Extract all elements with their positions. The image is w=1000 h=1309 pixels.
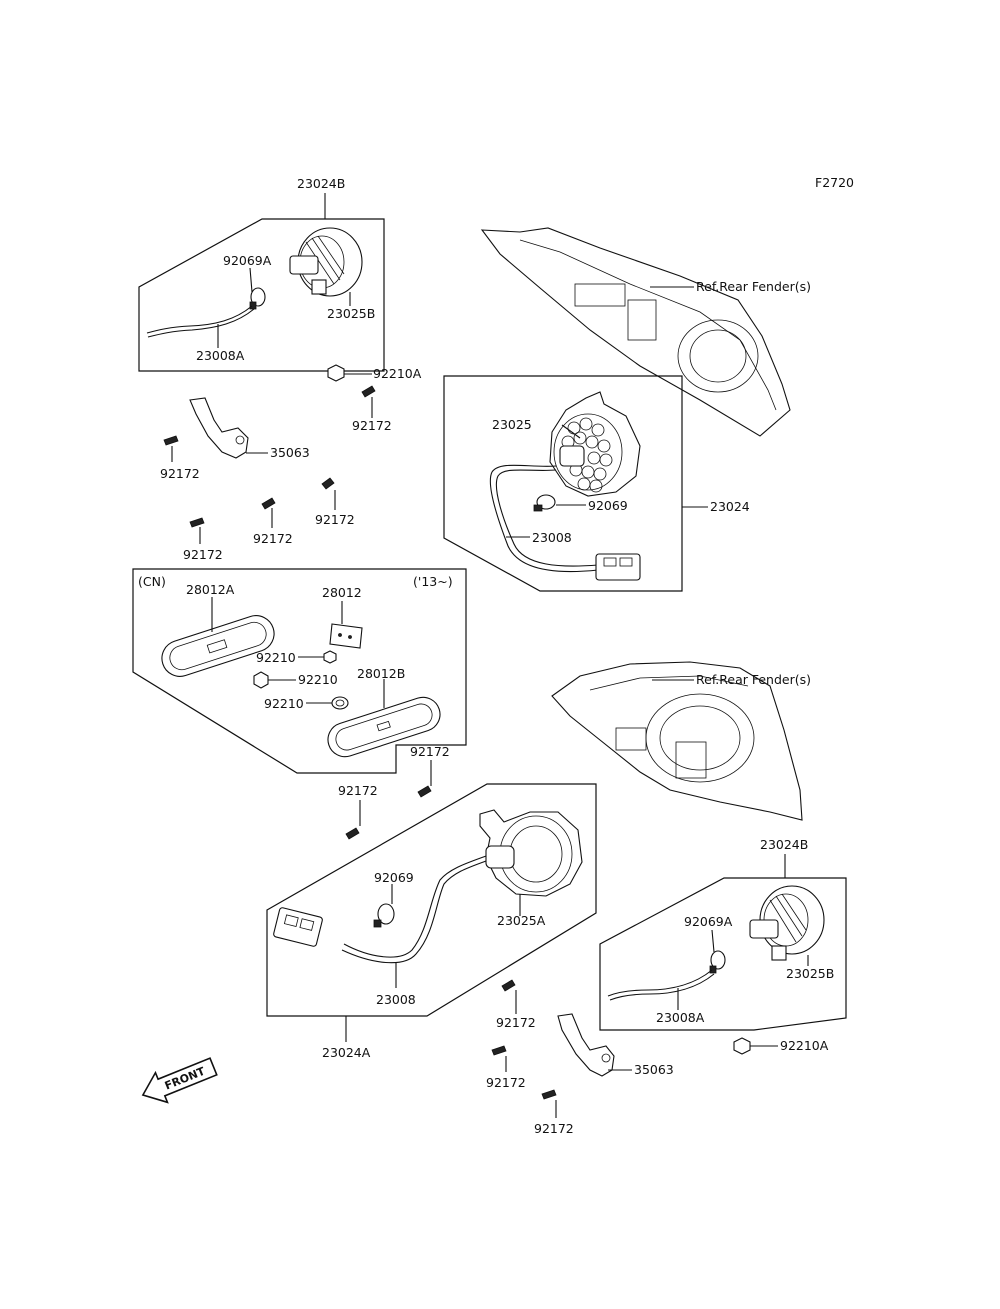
label-92172-e: 92172 — [183, 547, 223, 562]
figure-code: F2720 — [815, 175, 854, 190]
label-92210A-top: 92210A — [373, 366, 422, 381]
label-23008: 23008 — [532, 530, 572, 545]
label-13: ('13~) — [413, 574, 453, 589]
rear-fender-bottom: Ref.Rear Fender(s) — [551, 661, 811, 821]
plate-28012 — [329, 623, 363, 649]
lamp-housing-23025A — [479, 809, 583, 897]
label-92172-h: 92172 — [496, 1015, 536, 1030]
label-92210-b: 92210 — [298, 672, 338, 687]
group-box-23024B-bottom — [599, 877, 847, 1031]
bulb-92069-bot — [373, 903, 395, 928]
label-ref-rear-fender-1: Ref.Rear Fender(s) — [696, 279, 811, 294]
nut-92210-b: 92210 — [253, 671, 338, 689]
screw-92172-b: 92172 — [160, 435, 200, 481]
group-23024B-bottom: 23024B 92069A 23025B 23008A — [599, 837, 847, 1031]
label-23024: 23024 — [710, 499, 750, 514]
bulb-92069A-top — [249, 287, 266, 310]
label-cn: (CN) — [138, 574, 166, 589]
label-28012A: 28012A — [186, 582, 235, 597]
reflector-28012B — [327, 696, 441, 758]
label-92069: 92069 — [588, 498, 628, 513]
screw-92172-g: 92172 — [338, 783, 378, 840]
bracket-35063-top: 35063 — [189, 397, 310, 460]
label-23024A: 23024A — [322, 1045, 371, 1060]
lamp-housing-23025B-bottom — [749, 885, 825, 961]
lamp-housing-23025B-top — [289, 227, 363, 297]
label-92172-i: 92172 — [486, 1075, 526, 1090]
label-92210-a: 92210 — [256, 650, 296, 665]
label-23008A-top: 23008A — [196, 348, 245, 363]
harness-23008A-top — [146, 305, 253, 334]
nut-92210A-top: 92210A — [327, 364, 422, 382]
group-box-23024A — [266, 783, 597, 1017]
label-92069-bot: 92069 — [374, 870, 414, 885]
label-28012B: 28012B — [357, 666, 405, 681]
connector-23008 — [595, 553, 641, 581]
group-23024: 23025 92069 23024 23008 — [443, 375, 750, 592]
harness-23008-bot — [343, 855, 487, 958]
label-92172-a: 92172 — [352, 418, 392, 433]
label-23008A-bottom: 23008A — [656, 1010, 705, 1025]
label-35063-top: 35063 — [270, 445, 310, 460]
label-92172-c: 92172 — [315, 512, 355, 527]
label-92210-c: 92210 — [264, 696, 304, 711]
rear-fender-top: Ref.Rear Fender(s) — [480, 227, 811, 437]
screw-92172-d: 92172 — [253, 497, 293, 546]
nut-92210-a: 92210 — [256, 650, 337, 665]
screw-92172-j: 92172 — [534, 1089, 574, 1136]
label-92069A-bottom: 92069A — [684, 914, 733, 929]
label-ref-rear-fender-2: Ref.Rear Fender(s) — [696, 672, 811, 687]
group-23024A: 92069 23025A 23008 23024A — [266, 783, 597, 1060]
harness-23008A-bottom — [607, 969, 713, 997]
label-23025: 23025 — [492, 417, 532, 432]
screw-92172-a: 92172 — [352, 385, 392, 433]
group-box-23024B-top — [138, 218, 385, 372]
screw-92172-h: 92172 — [496, 979, 536, 1030]
label-23025B-bottom: 23025B — [786, 966, 834, 981]
label-23024B-top: 23024B — [297, 176, 345, 191]
group-box-cn — [132, 568, 467, 774]
bracket-35063-bottom: 35063 — [557, 1013, 674, 1077]
label-92172-g: 92172 — [338, 783, 378, 798]
reflector-28012A — [161, 615, 275, 677]
label-92172-f: 92172 — [410, 744, 450, 759]
harness-23008 — [489, 464, 599, 573]
bulb-92069 — [533, 494, 556, 512]
label-92172-d: 92172 — [253, 531, 293, 546]
lamp-housing-23025 — [549, 391, 641, 497]
label-23024B-bottom: 23024B — [760, 837, 808, 852]
screw-92172-c: 92172 — [315, 477, 355, 527]
label-23025A: 23025A — [497, 913, 546, 928]
group-box-23024 — [443, 375, 683, 592]
label-92210A-bottom: 92210A — [780, 1038, 829, 1053]
label-23008-bot: 23008 — [376, 992, 416, 1007]
screw-92172-f: 92172 — [410, 744, 450, 798]
label-92172-j: 92172 — [534, 1121, 574, 1136]
group-23024B-top: 23024B 92069A 23025B 23008A — [138, 176, 385, 372]
screw-92172-e: 92172 — [183, 517, 223, 562]
label-23025B-top: 23025B — [327, 306, 375, 321]
front-arrow: FRONT — [141, 1057, 218, 1104]
label-28012: 28012 — [322, 585, 362, 600]
screw-92172-i: 92172 — [486, 1045, 526, 1090]
bulb-92069A-bottom — [709, 950, 726, 974]
label-35063-bottom: 35063 — [634, 1062, 674, 1077]
nut-92210A-bottom: 92210A — [733, 1037, 829, 1055]
label-92172-b: 92172 — [160, 466, 200, 481]
nut-92210-c: 92210 — [264, 696, 349, 711]
label-92069A-top: 92069A — [223, 253, 272, 268]
group-cn: (CN) ('13~) 28012A 28012 92210 92210 — [132, 568, 467, 774]
connector-23008-bot — [273, 907, 323, 947]
